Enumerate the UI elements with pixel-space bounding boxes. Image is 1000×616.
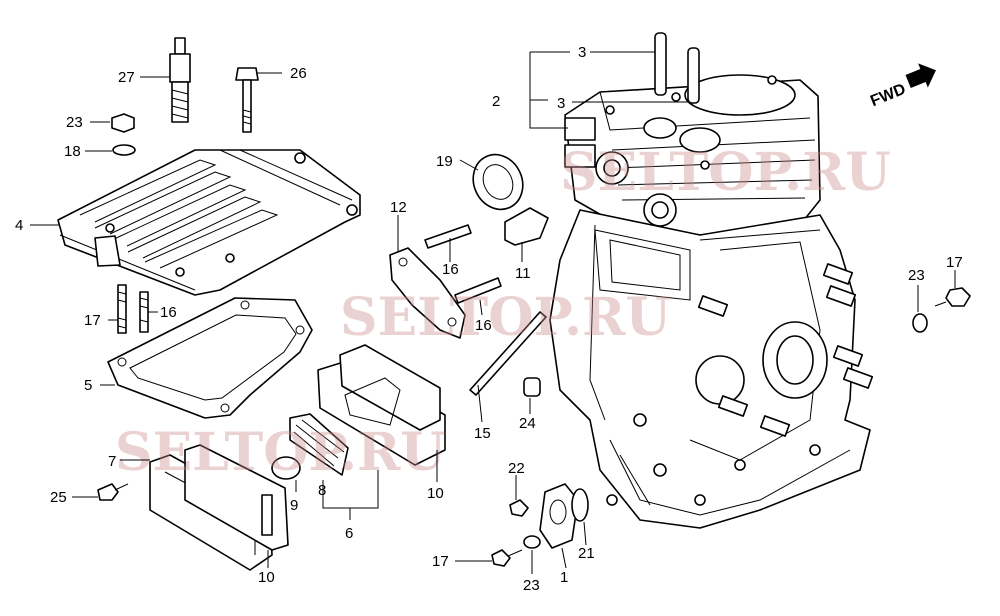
- callout-6: 6: [345, 525, 353, 542]
- callout-3-top: 3: [578, 44, 586, 61]
- washer: [112, 144, 136, 156]
- fwd-arrow: FWD: [868, 63, 936, 110]
- manifold-gasket: [389, 247, 466, 339]
- studs: [117, 284, 149, 334]
- callout-17-right: 17: [946, 254, 963, 271]
- nut: [111, 113, 135, 133]
- cylinder-head: [57, 149, 361, 296]
- drain-cover: [491, 483, 589, 567]
- head-gasket: [107, 297, 313, 419]
- callout-10-right: 10: [427, 485, 444, 502]
- callout-9: 9: [290, 497, 298, 514]
- callout-27: 27: [118, 69, 135, 86]
- watermark-3: SELTOP.RU: [115, 422, 446, 483]
- callout-17-bottom: 17: [432, 553, 449, 570]
- callout-12: 12: [390, 199, 407, 216]
- callout-5: 5: [84, 377, 92, 394]
- breather-cover: [97, 444, 289, 571]
- leader-lines: [30, 51, 956, 574]
- reed-valve-assembly: [271, 344, 446, 480]
- callout-11: 11: [515, 265, 531, 282]
- callout-26: 26: [290, 65, 307, 82]
- callout-21: 22: [508, 460, 525, 477]
- callout-16-bottom: 16: [475, 317, 492, 334]
- callout-2: 2: [492, 93, 500, 110]
- callout-20: 21: [578, 545, 595, 562]
- callout-23-bottom: 23: [523, 577, 540, 594]
- cap: [504, 207, 549, 246]
- callout-10-bottom: 10: [258, 569, 275, 586]
- callout-24: 24: [519, 415, 536, 432]
- callout-25: 25: [50, 489, 67, 506]
- intake-studs: [424, 224, 502, 304]
- watermark-2: SELTOP.RU: [340, 287, 671, 348]
- cylinder-block: [549, 74, 874, 529]
- dowel: [523, 377, 541, 397]
- callout-16-top: 16: [442, 261, 459, 278]
- callout-22: 23: [66, 114, 83, 131]
- callout-4: 4: [15, 217, 23, 234]
- callout-3-mid: 3: [557, 95, 565, 112]
- dowel-pins: [654, 32, 700, 104]
- callout-8: 8: [318, 482, 326, 499]
- long-stud: [469, 311, 547, 396]
- callout-1: 1: [560, 569, 568, 586]
- callout-18: 18: [64, 143, 81, 160]
- callout-15: 15: [474, 425, 491, 442]
- head-bolt: [235, 67, 259, 133]
- fwd-label: FWD: [868, 81, 908, 110]
- callouts: 3 2 3 27 26 23 18 4 17 16 5 7 25 9 8 6 1…: [15, 44, 963, 594]
- oil-seal: [472, 153, 524, 211]
- watermark-1: SELTOP.RU: [560, 142, 891, 203]
- side-bolt: [912, 287, 971, 333]
- spark-plug: [169, 37, 191, 123]
- callout-14: 17: [84, 312, 101, 329]
- callout-7: 7: [108, 453, 116, 470]
- callout-13: 16: [160, 304, 177, 321]
- callout-23-right: 23: [908, 267, 925, 284]
- callout-19: 19: [436, 153, 453, 170]
